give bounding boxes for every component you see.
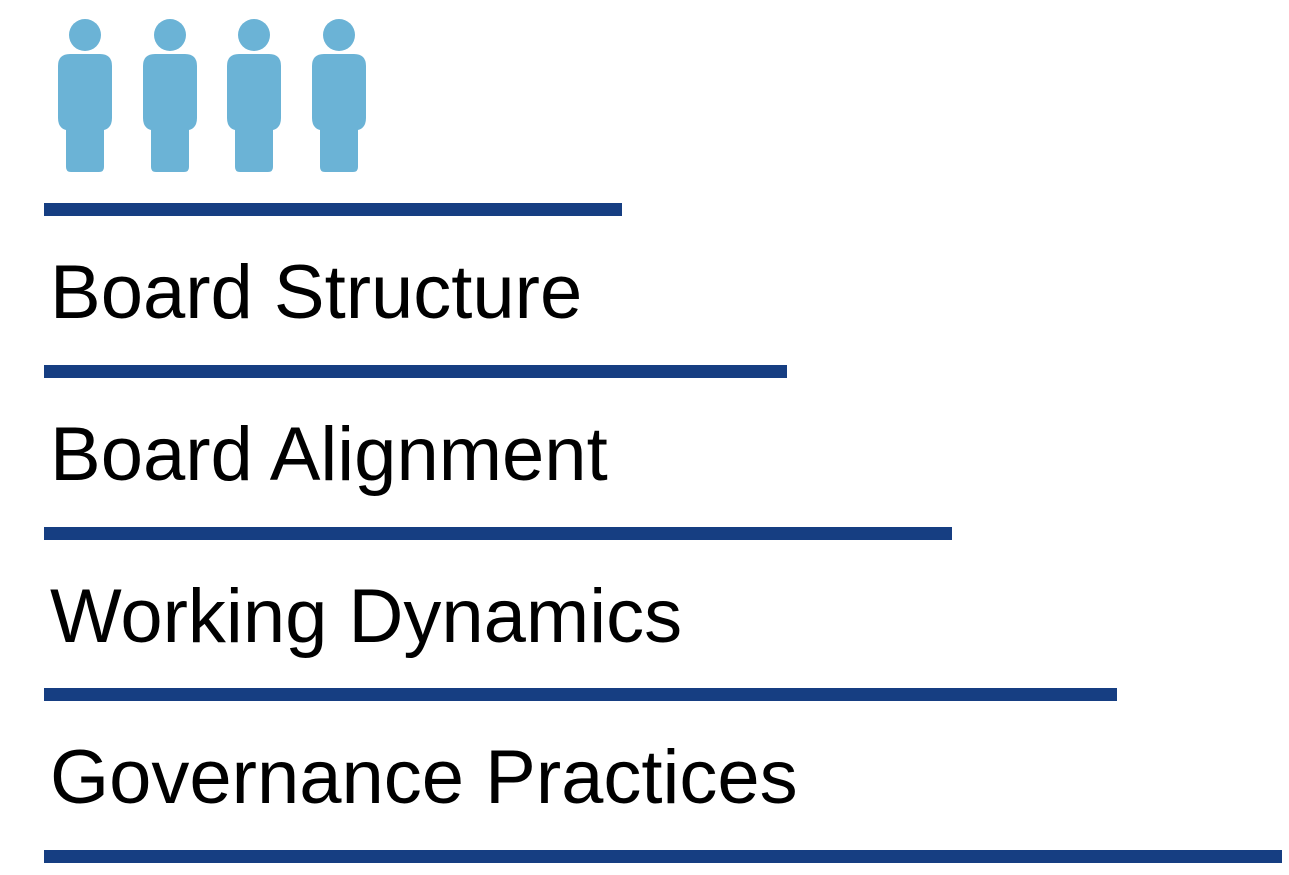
step-bar xyxy=(44,850,1282,863)
step-label-board-alignment: Board Alignment xyxy=(50,412,608,497)
step-bar xyxy=(44,203,622,216)
person-icon xyxy=(58,19,112,172)
step-label-governance-practices: Governance Practices xyxy=(50,735,798,820)
person-icon xyxy=(312,19,366,172)
step-bar xyxy=(44,527,952,540)
person-icon xyxy=(143,19,197,172)
step-label-working-dynamics: Working Dynamics xyxy=(50,574,683,659)
step-label-board-structure: Board Structure xyxy=(50,250,583,335)
step-bar xyxy=(44,688,1117,701)
step-bar xyxy=(44,365,787,378)
person-icon xyxy=(227,19,281,172)
